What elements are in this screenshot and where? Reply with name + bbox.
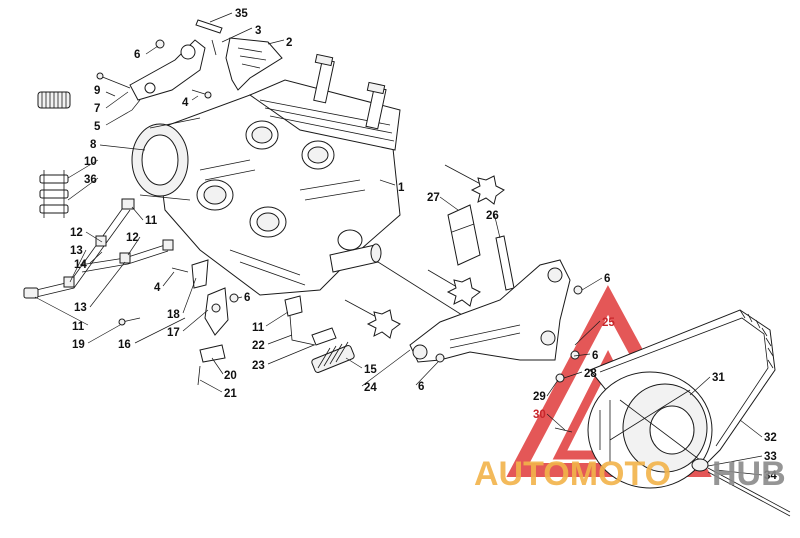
callout-35: 35 <box>235 8 248 20</box>
watermark-text: AUTOMOTO HUB <box>474 455 786 493</box>
clutch-belt-parts <box>554 309 791 517</box>
callout-4: 4 <box>182 97 189 109</box>
callout-24: 24 <box>364 382 377 394</box>
callout-33: 33 <box>764 451 777 463</box>
callout-14: 14 <box>74 259 87 271</box>
callout-25: 25 <box>602 317 615 329</box>
callout-3: 3 <box>255 25 261 37</box>
callout-13: 13 <box>74 302 87 314</box>
callout-20: 20 <box>224 370 237 382</box>
callout-13: 13 <box>70 245 83 257</box>
lower-mount-parts <box>118 259 355 386</box>
callout-8: 8 <box>90 139 97 151</box>
callout-1: 1 <box>398 182 405 194</box>
callout-32: 32 <box>764 432 777 444</box>
callout-4: 4 <box>154 282 161 294</box>
callout-5: 5 <box>94 121 101 133</box>
callout-15: 15 <box>364 364 377 376</box>
callout-27: 27 <box>427 192 440 204</box>
callout-11: 11 <box>252 322 265 334</box>
callout-17: 17 <box>167 327 180 339</box>
callout-6: 6 <box>592 350 598 362</box>
callout-6: 6 <box>418 381 424 393</box>
callout-12: 12 <box>126 232 139 244</box>
callout-26: 26 <box>486 210 499 222</box>
callout-34: 34 <box>764 470 777 482</box>
callout-6: 6 <box>244 292 250 304</box>
callout-30: 30 <box>533 409 546 421</box>
callout-10: 10 <box>84 156 97 168</box>
watermark-word-hub: HUB <box>712 455 786 493</box>
callout-28: 28 <box>584 368 597 380</box>
callout-11: 11 <box>72 321 85 333</box>
watermark-word-automoto: AUTOMOTO <box>474 455 671 493</box>
callout-31: 31 <box>712 372 725 384</box>
callout-22: 22 <box>252 340 265 352</box>
callout-2: 2 <box>286 37 292 49</box>
engine-assembly <box>131 53 471 321</box>
callout-16: 16 <box>118 339 131 351</box>
callout-23: 23 <box>252 360 265 372</box>
upper-bracket-parts <box>37 19 283 109</box>
callout-29: 29 <box>533 391 546 403</box>
callout-7: 7 <box>94 103 100 115</box>
callout-6: 6 <box>134 49 140 61</box>
callout-36: 36 <box>84 174 97 186</box>
rear-bracket-parts <box>344 164 583 383</box>
callout-9: 9 <box>94 85 100 97</box>
callout-numbers: 35 3 2 6 9 7 4 5 8 10 36 1 27 26 11 12 1… <box>70 8 777 482</box>
callout-18: 18 <box>167 309 180 321</box>
leader-lines <box>34 12 763 476</box>
callout-6: 6 <box>604 273 610 285</box>
callout-11: 11 <box>145 215 158 227</box>
callout-19: 19 <box>72 339 85 351</box>
callout-21: 21 <box>224 388 237 400</box>
callout-12: 12 <box>70 227 83 239</box>
